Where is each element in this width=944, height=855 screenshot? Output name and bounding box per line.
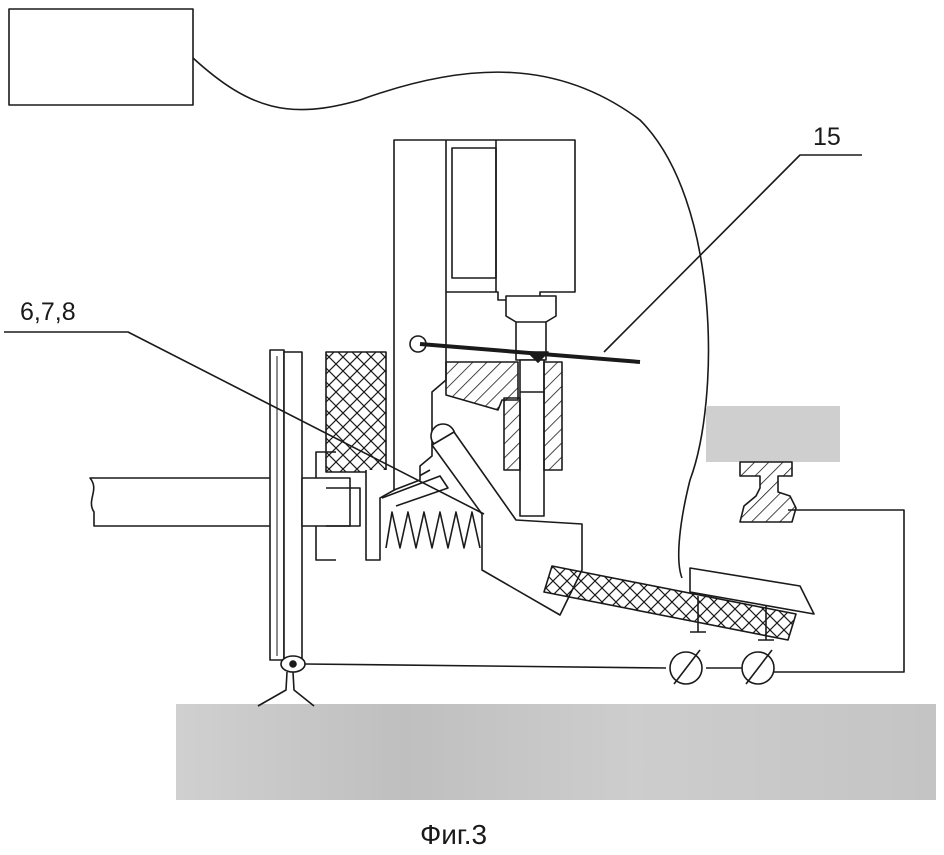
brake-block-left	[326, 352, 386, 472]
insulator	[740, 462, 796, 522]
spring	[386, 512, 480, 548]
rail-foot	[258, 672, 314, 706]
control-box	[9, 9, 193, 105]
ground-slab	[176, 704, 936, 800]
figure-caption: Фиг.3	[420, 819, 487, 850]
wire-bottom	[305, 664, 666, 668]
ref-label-15: 15	[813, 123, 841, 151]
ref-label-6-7-8: 6,7,8	[20, 298, 76, 326]
leader-15	[604, 155, 862, 352]
right-block	[706, 406, 840, 462]
axle-shaft	[90, 478, 270, 526]
